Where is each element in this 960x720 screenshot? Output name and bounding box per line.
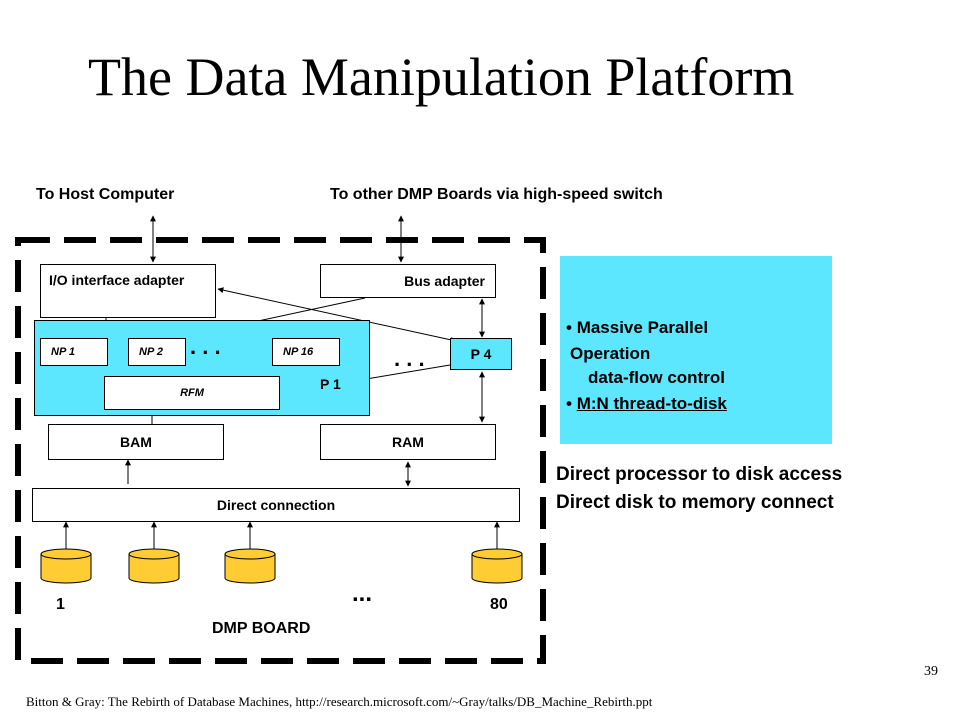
io-interface-adapter: I/O interface adapter [40, 264, 216, 318]
np16-label: NP 16 [283, 346, 314, 358]
page-number: 39 [924, 664, 938, 679]
note-disk-memory: Direct disk to memory connect [556, 492, 834, 513]
disk-first-number: 1 [56, 596, 65, 613]
feature-sub-item: data-flow control [588, 368, 725, 387]
np2-label: NP 2 [139, 346, 164, 358]
np16-box: NP 16 [272, 338, 340, 366]
ram-box: RAM [320, 424, 496, 460]
np1-box: NP 1 [40, 338, 108, 366]
feature-bullet-1: • Massive Parallel [566, 318, 709, 337]
host-computer-label: To Host Computer [36, 186, 175, 203]
processor-p4: P 4 [450, 338, 512, 370]
direct-connection-label: Direct connection [216, 497, 336, 513]
ram-label: RAM [392, 434, 424, 450]
rfm-box: RFM [104, 376, 280, 410]
disk-last-number: 80 [490, 596, 508, 613]
bus-adapter: Bus adapter [320, 264, 496, 298]
disk-ellipsis: ... [352, 580, 373, 607]
np1-label: NP 1 [51, 346, 76, 358]
note-processor-disk: Direct processor to disk access [556, 464, 843, 485]
disk-3-icon [224, 548, 276, 584]
dmp-board-outline [15, 237, 546, 664]
disk-1-icon [40, 548, 92, 584]
rfm-label: RFM [180, 387, 204, 399]
bam-box: BAM [48, 424, 224, 460]
io-interface-adapter-label: I/O interface adapter [49, 272, 185, 288]
bam-label: BAM [120, 434, 152, 450]
feature-bullet-2: • M:N thread-to-disk [566, 394, 727, 413]
feature-callout [560, 256, 832, 444]
other-boards-label: To other DMP Boards via high-speed switc… [330, 186, 663, 203]
disk-80-icon [471, 548, 523, 584]
slide-title: The Data Manipulation Platform [88, 47, 795, 107]
np2-box: NP 2 [128, 338, 186, 366]
processor-ellipsis: . . . [394, 346, 425, 371]
disk-2-icon [128, 548, 180, 584]
p1-label: P 1 [320, 376, 341, 392]
feature-bullet-2-text: M:N thread-to-disk [576, 394, 727, 413]
np-ellipsis: . . . [190, 334, 221, 359]
p4-label: P 4 [470, 346, 492, 362]
footer-citation: Bitton & Gray: The Rebirth of Database M… [26, 694, 653, 709]
feature-bullet-1-cont: Operation [570, 344, 651, 363]
direct-connection-bus: Direct connection [32, 488, 520, 522]
feature-bullet-1-text: Massive Parallel [576, 318, 709, 337]
dmp-board-label: DMP BOARD [212, 620, 311, 637]
bus-adapter-label: Bus adapter [404, 273, 485, 289]
